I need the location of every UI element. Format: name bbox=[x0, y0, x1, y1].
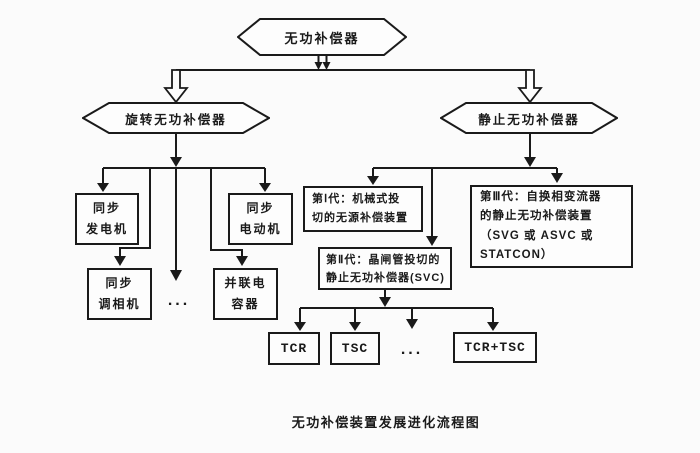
node-root-label: 无功补偿器 bbox=[284, 30, 360, 46]
node-rotating-label: 旋转无功补偿器 bbox=[125, 112, 227, 127]
hollow-arrow-left-icon bbox=[163, 69, 189, 104]
node-gen1-line1: 第Ⅰ代：机械式投 bbox=[312, 193, 401, 205]
diagram-caption: 无功补偿装置发展进化流程图 bbox=[291, 415, 481, 430]
node-gen1-line2: 切的无源补偿装置 bbox=[312, 212, 408, 224]
ellipsis-bottom: ... bbox=[400, 341, 424, 358]
node-static-label: 静止无功补偿器 bbox=[478, 112, 580, 127]
node-tsc: TSC bbox=[330, 332, 380, 365]
hexagon-shape bbox=[82, 102, 270, 134]
node-sync-generator: 同步 发电机 bbox=[75, 193, 139, 245]
node-gen3-line1: 第Ⅲ代：自换相变流器 bbox=[480, 190, 602, 203]
node-sync-condenser-line1: 同步 bbox=[105, 276, 134, 290]
hollow-arrow-right-icon bbox=[517, 69, 543, 104]
node-sync-generator-line1: 同步 bbox=[92, 201, 121, 215]
node-gen1: 第Ⅰ代：机械式投 切的无源补偿装置 bbox=[303, 186, 423, 232]
node-sync-motor-line1: 同步 bbox=[246, 201, 275, 215]
node-root: 无功补偿器 bbox=[237, 18, 407, 56]
ellipsis-left: ... bbox=[167, 292, 191, 309]
node-gen3: 第Ⅲ代：自换相变流器 的静止无功补偿装置 （SVG 或 ASVC 或 STATC… bbox=[470, 185, 633, 268]
node-gen3-line3: （SVG 或 ASVC 或 bbox=[480, 229, 594, 242]
node-sync-motor: 同步 电动机 bbox=[228, 193, 293, 245]
node-gen2: 第Ⅱ代：晶闸管投切的 静止无功补偿器(SVC) bbox=[318, 247, 452, 290]
node-static-compensator: 静止无功补偿器 bbox=[440, 102, 618, 134]
node-shunt-capacitor: 并联电 容器 bbox=[213, 268, 278, 320]
hexagon-shape bbox=[440, 102, 618, 134]
node-gen3-line2: 的静止无功补偿装置 bbox=[480, 210, 593, 222]
node-sync-generator-line2: 发电机 bbox=[85, 222, 128, 236]
node-sync-condenser: 同步 调相机 bbox=[87, 268, 152, 320]
node-shunt-capacitor-line1: 并联电 bbox=[224, 276, 267, 290]
node-shunt-capacitor-line2: 容器 bbox=[231, 297, 260, 311]
node-gen3-line4: STATCON） bbox=[480, 249, 554, 261]
node-sync-motor-line2: 电动机 bbox=[239, 222, 282, 236]
node-rotating-compensator: 旋转无功补偿器 bbox=[82, 102, 270, 134]
node-sync-condenser-line2: 调相机 bbox=[98, 297, 141, 311]
node-tcr-tsc: TCR+TSC bbox=[453, 332, 537, 363]
node-tcr: TCR bbox=[268, 332, 320, 365]
node-gen2-line1: 第Ⅱ代：晶闸管投切的 bbox=[326, 253, 441, 266]
hexagon-shape bbox=[237, 18, 407, 56]
node-gen2-line2: 静止无功补偿器(SVC) bbox=[326, 271, 445, 284]
